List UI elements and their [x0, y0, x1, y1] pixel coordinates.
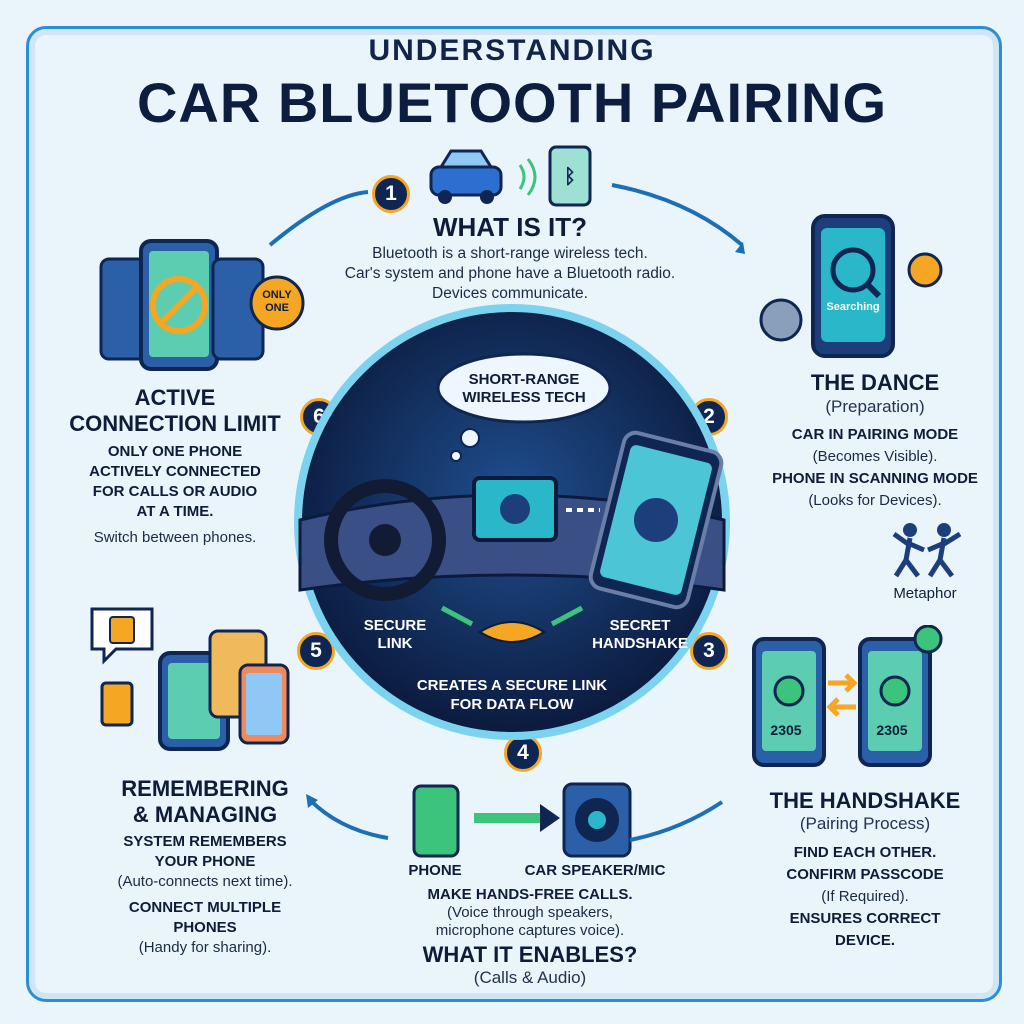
step-4-number: 4 [504, 734, 542, 772]
svg-text:ᛒ: ᛒ [564, 166, 576, 188]
step-3-subtitle: (Pairing Process) [799, 814, 931, 833]
handshake-phones-icon [752, 625, 943, 767]
arrow-4-to-5 [308, 798, 389, 840]
step-1-text: Bluetooth is a short-range wireless tech… [344, 245, 676, 302]
bubble-text: SHORT-RANGE WIRELESS TECH [462, 371, 586, 406]
step-5-text: SYSTEM REMEMBERS YOUR PHONE (Auto-connec… [117, 833, 293, 956]
phone-to-speaker-icon [412, 782, 632, 858]
bubble [436, 352, 612, 424]
step-6-text: ONLY ONE PHONE ACTIVELY CONNECTED FOR CA… [89, 443, 261, 546]
step-5-number: 5 [297, 632, 335, 670]
car-phone-icon: ᛒ [429, 145, 592, 207]
phone-label: PHONE [408, 862, 462, 879]
only-one-badge: ONLY ONE [262, 289, 292, 314]
passcode-right: 2305 [876, 722, 908, 738]
handshake [478, 621, 546, 643]
title-line2: CAR BLUETOOTH PAIRING [136, 71, 888, 134]
step-2-subtitle: (Preparation) [825, 397, 925, 416]
center-bottom-text: CREATES A SECURE LINK FOR DATA FLOW [416, 677, 608, 713]
passcode-left: 2305 [770, 722, 802, 738]
border-frame [26, 26, 1002, 1002]
center-phone [588, 430, 724, 610]
step-3-text: FIND EACH OTHER. CONFIRM PASSCODE (If Re… [786, 844, 944, 949]
step-4-text: MAKE HANDS-FREE CALLS. (Voice through sp… [427, 886, 633, 939]
searching-phone-icon [759, 214, 943, 358]
metaphor-label: Metaphor [893, 585, 957, 602]
arrow-6-to-1 [268, 190, 369, 247]
searching-label: Searching [826, 301, 880, 313]
step-1-title: WHAT IS IT? [432, 212, 588, 242]
dancers-icon [892, 523, 962, 578]
secure-link-label: SECURE LINK [363, 617, 427, 652]
secret-handshake-label: SECRET HANDSHAKE [592, 617, 688, 652]
step-5-title: REMEMBERING & MANAGING [121, 776, 289, 827]
step-1-number: 1 [372, 175, 410, 213]
step-3-title: THE HANDSHAKE [769, 788, 961, 813]
step-4-subtitle: (Calls & Audio) [473, 968, 587, 987]
arrow-1-to-2 [611, 183, 744, 247]
step-4-title: WHAT IT ENABLES? [422, 942, 638, 967]
speaker-label: CAR SPEAKER/MIC [524, 862, 666, 879]
step-2-text: CAR IN PAIRING MODE (Becomes Visible). P… [772, 426, 978, 509]
multiple-phones-icon [90, 607, 290, 751]
step-2-title: THE DANCE [810, 370, 940, 395]
phones-limit-icon [99, 239, 305, 371]
title-line1: UNDERSTANDING [368, 34, 656, 67]
step-6-title: ACTIVE CONNECTION LIMIT [69, 385, 281, 436]
arrow-3-to-4 [629, 800, 724, 842]
step-3-number: 3 [690, 632, 728, 670]
steering-wheel [324, 479, 446, 601]
